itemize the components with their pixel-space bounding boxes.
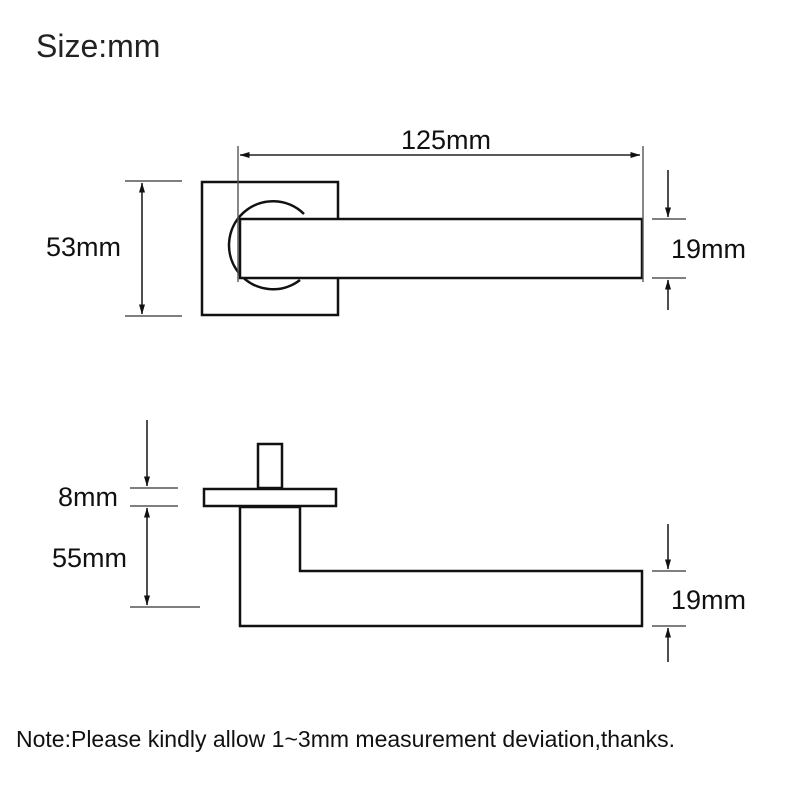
lever-profile bbox=[238, 505, 644, 628]
rose-size-dimension: 53mm bbox=[46, 180, 182, 317]
lever-height-dimension-top: 19mm bbox=[652, 170, 746, 310]
top-view: 125mm 53mm 19mm bbox=[46, 125, 746, 317]
length-dimension: 125mm bbox=[237, 125, 644, 282]
rose-size-label: 53mm bbox=[46, 232, 121, 262]
size-unit-title: Size:mm bbox=[36, 28, 161, 64]
projection-dimension: 55mm bbox=[52, 526, 200, 608]
rose-thickness-label: 8mm bbox=[58, 482, 118, 512]
rose-thickness-dimension: 8mm bbox=[58, 420, 178, 526]
projection-label: 55mm bbox=[52, 543, 127, 573]
length-label: 125mm bbox=[401, 125, 491, 155]
lever-height-label-top: 19mm bbox=[671, 234, 746, 264]
round-boss bbox=[227, 200, 305, 291]
lever-height-dimension-side: 19mm bbox=[652, 524, 746, 662]
spindle bbox=[256, 442, 284, 490]
rose-plate bbox=[202, 487, 338, 508]
lever-bar bbox=[238, 217, 644, 280]
lever-height-label-side: 19mm bbox=[671, 585, 746, 615]
deviation-note: Note:Please kindly allow 1~3mm measureme… bbox=[16, 726, 676, 752]
side-view: 8mm 55mm 19mm bbox=[52, 420, 746, 662]
